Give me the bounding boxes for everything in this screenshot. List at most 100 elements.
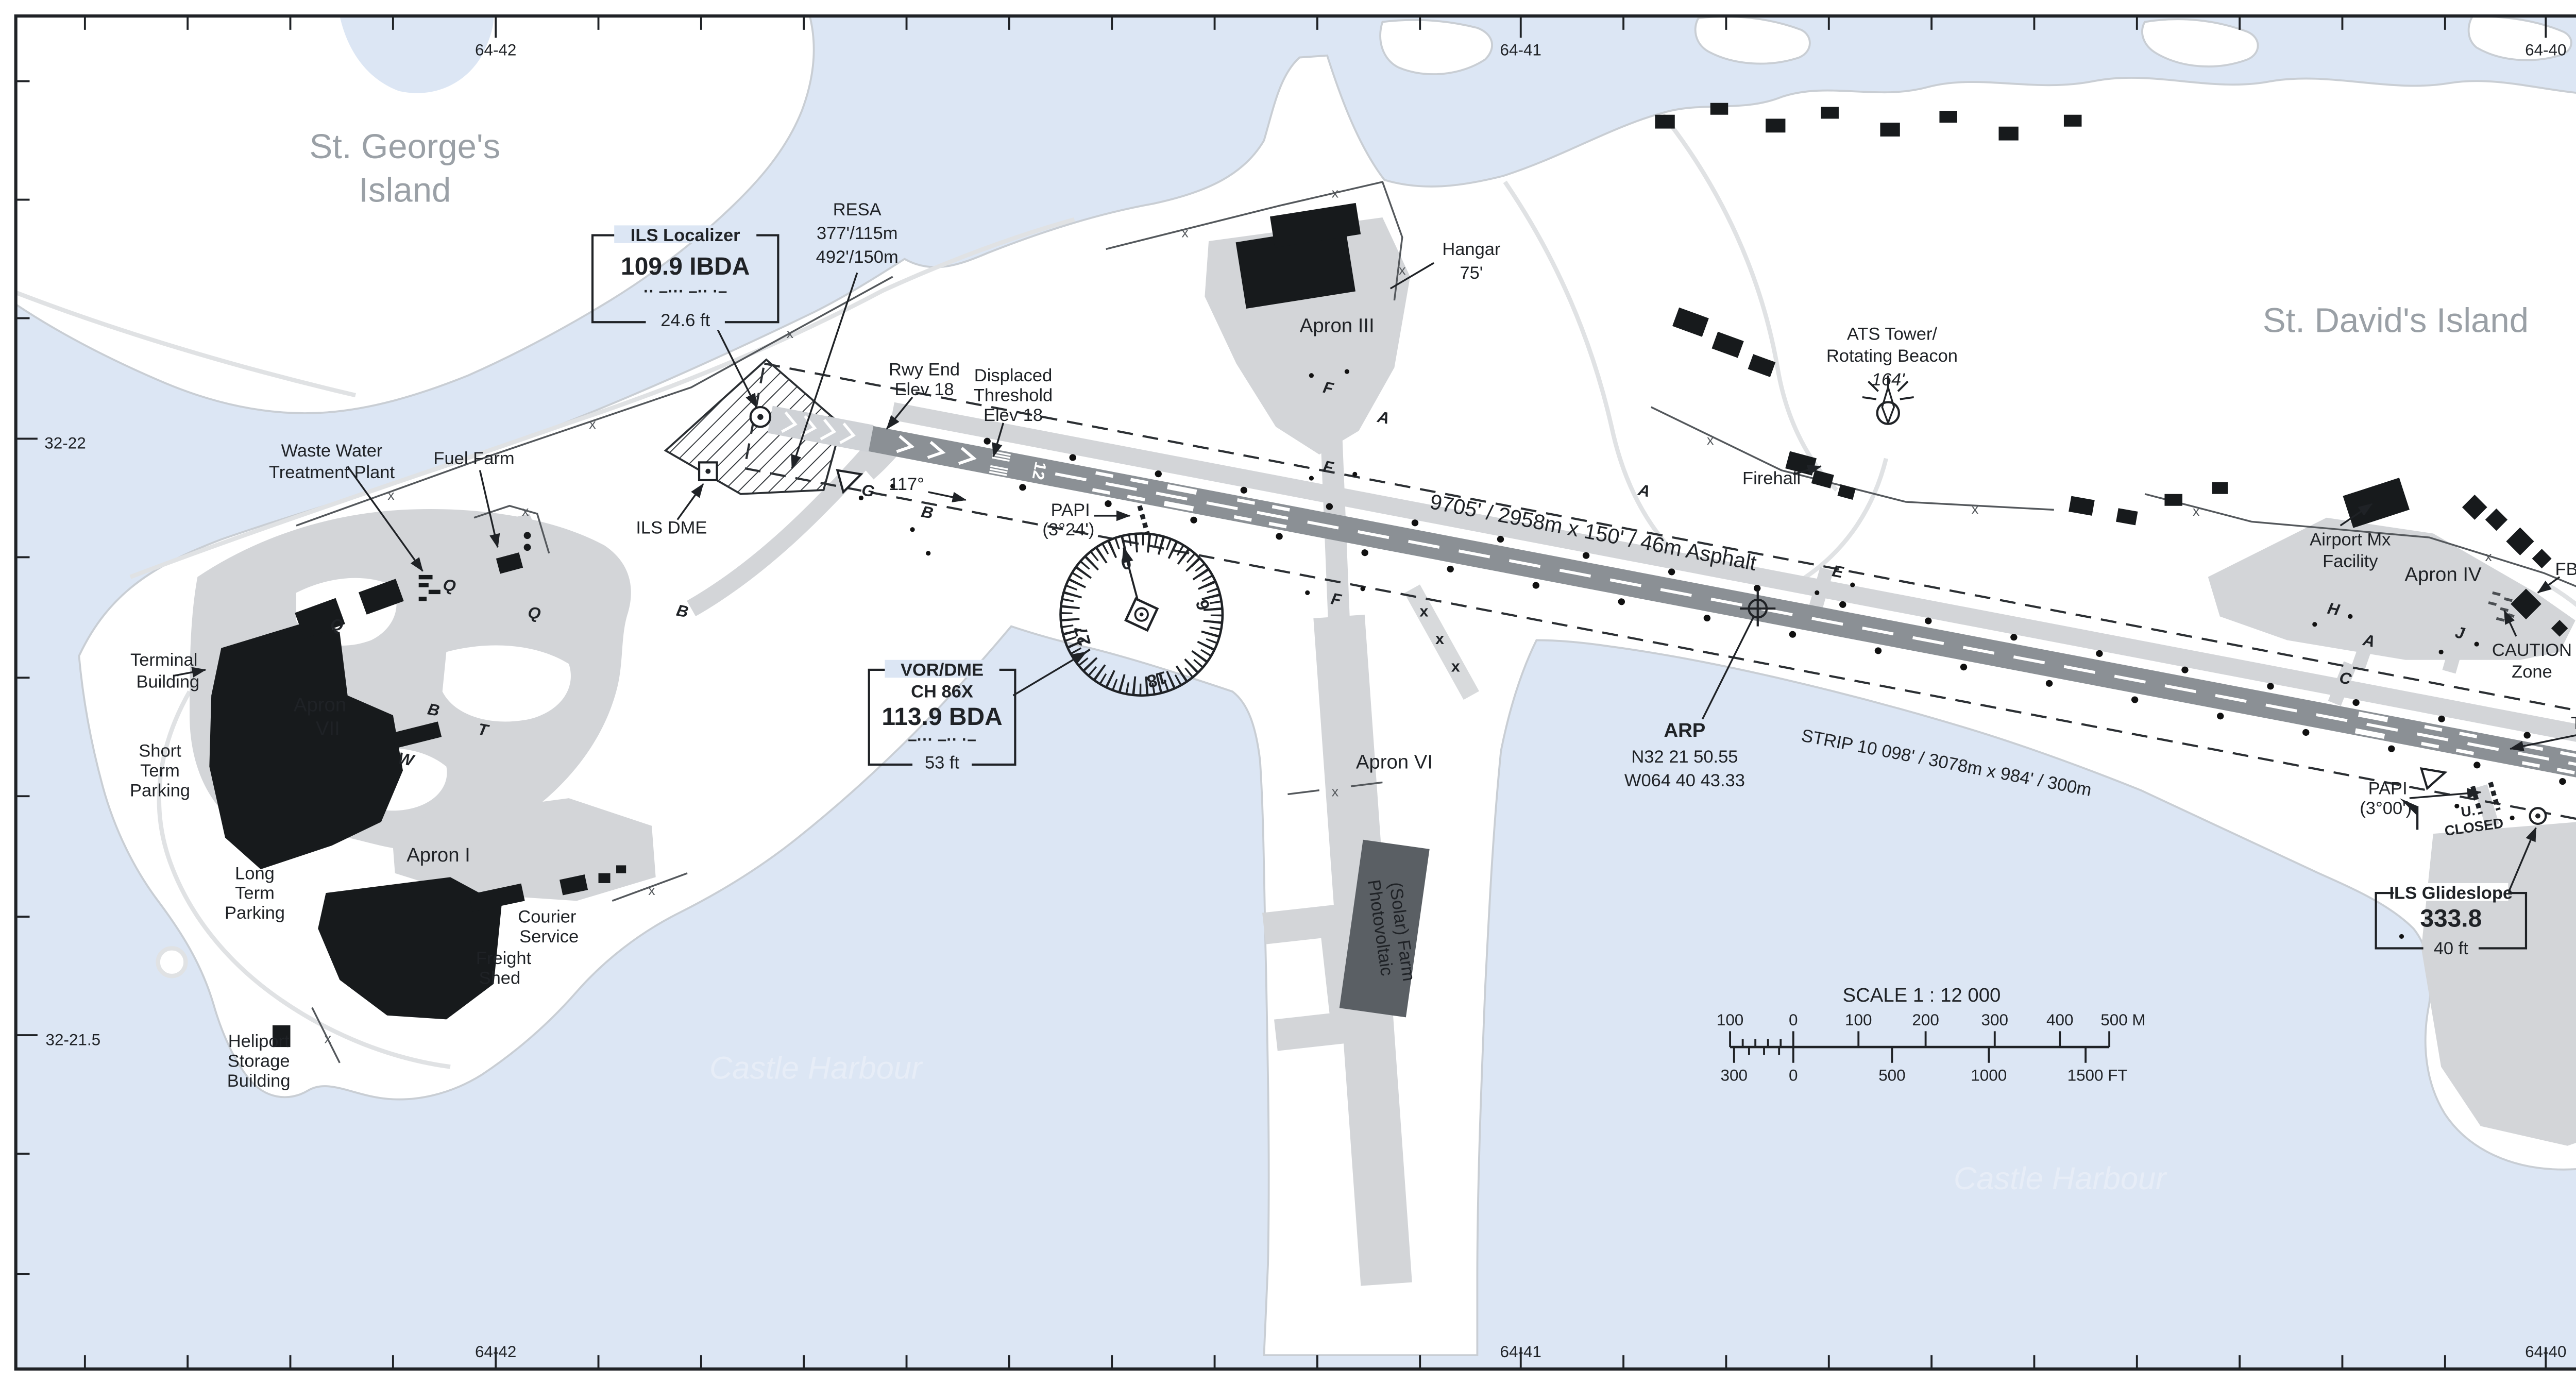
- displaced-label-1: Displaced: [974, 366, 1053, 385]
- long-term-label-3: Parking: [225, 903, 285, 923]
- tdz-label-1: Touchdown Zone: [2571, 714, 2576, 733]
- compass-18: 18: [1145, 667, 1169, 691]
- st-georges-label-1: St. George's: [309, 127, 500, 166]
- scale-m-4: 300: [1981, 1011, 2008, 1029]
- svg-text:x: x: [1707, 432, 1714, 448]
- freight-label-2: Shed: [479, 968, 521, 988]
- lon-label-top-2: 64-41: [1500, 41, 1541, 59]
- terminal-label-1: Terminal: [130, 650, 197, 670]
- st-georges-island-land: [14, 15, 815, 414]
- ils-localizer-elev: 24.6 ft: [660, 311, 710, 330]
- fbo-label: FBO: [2555, 560, 2576, 579]
- svg-text:x: x: [325, 1031, 332, 1046]
- scale-m-0: 100: [1717, 1011, 1743, 1029]
- island: [1379, 19, 1494, 75]
- vor-dme-morse: –··· –·· ·–: [908, 731, 976, 749]
- lat-label-left-1: 32-22: [44, 434, 86, 452]
- lon-label-bottom-2: 64-41: [1500, 1343, 1541, 1361]
- heliport-storage-building: [273, 1025, 291, 1048]
- rwy-end-label-1: Rwy End: [889, 360, 960, 380]
- short-term-label-2: Term: [140, 761, 180, 781]
- resa-west-name: RESA: [833, 200, 882, 219]
- wwtp-label-1: Waste Water: [281, 441, 383, 461]
- holding-sign-east: [2419, 767, 2448, 790]
- cargo-complex: [318, 877, 502, 1020]
- hangar-label-1: Hangar: [1442, 240, 1500, 259]
- caution-helipad-marks: [2488, 591, 2515, 622]
- ils-dme-symbol: [698, 461, 718, 482]
- svg-text:x: x: [1181, 225, 1189, 240]
- apron-iv-label: Apron IV: [2404, 563, 2482, 585]
- st-davids-label: St. David's Island: [2263, 301, 2529, 340]
- scale-ft-3: 1000: [1971, 1066, 2007, 1084]
- hangar-label-2: 75': [1460, 263, 1483, 283]
- papi-east-symbol: [2488, 782, 2501, 811]
- ils-localizer-ident: 109.9 IBDA: [621, 253, 750, 280]
- firehall-label: Firehall: [1742, 469, 1801, 488]
- scale-ft-4: 1500 FT: [2067, 1066, 2128, 1084]
- ils-localizer-morse: ·· –··· –·· ·–: [643, 282, 727, 300]
- svg-text:x: x: [589, 416, 596, 432]
- papi-east-label-1: PAPI: [2368, 779, 2408, 798]
- lon-label-bottom-3: 64-40: [2525, 1343, 2566, 1361]
- roads: [15, 113, 2576, 1069]
- svg-text:x: x: [1972, 501, 1979, 517]
- taxiway-b: [687, 436, 886, 617]
- vor-dme-box: VOR/DME CH 86X 113.9 BDA –··· –·· ·– 53 …: [868, 660, 1016, 773]
- scale-ft-1: 0: [1789, 1066, 1798, 1084]
- runway-12-30: 12 30: [767, 406, 2576, 813]
- ils-glideslope-elev: 40 ft: [2434, 939, 2469, 958]
- taxiway-u-closed: [2473, 784, 2499, 828]
- ats-label-2: Rotating Beacon: [1826, 346, 1958, 366]
- taxiway-c: [2328, 661, 2357, 706]
- vor-dme-channel: CH 86X: [911, 682, 973, 702]
- water-notch: [340, 16, 494, 93]
- courier-label-2: Service: [519, 927, 579, 947]
- svg-text:x: x: [1332, 185, 1339, 201]
- fuel-farm-building: [496, 552, 523, 574]
- heading-12-label: 117°: [889, 475, 924, 494]
- ils-glideslope-box: ILS Glideslope 333.8 40 ft: [2375, 883, 2528, 958]
- svg-text:x: x: [1399, 262, 1406, 278]
- waste-water-plant: [418, 575, 440, 601]
- beacon-symbol: [1862, 375, 1914, 426]
- heliport-label-3: Building: [227, 1071, 291, 1091]
- island: [1694, 15, 1811, 65]
- arp-symbol: [1740, 590, 1776, 627]
- lon-label-top-3: 64-40: [2525, 41, 2566, 59]
- svg-text:x: x: [2193, 503, 2200, 519]
- runway-centerline: [1055, 472, 2576, 788]
- svg-text:x: x: [1419, 602, 1428, 620]
- scale-bar: SCALE 1 : 12 000 100 0 100 200 300 400 5…: [1717, 984, 2146, 1084]
- scale-m-6: 500 M: [2100, 1011, 2145, 1029]
- ils-glideslope-name: ILS Glideslope: [2389, 884, 2513, 903]
- displaced-label-2: Threshold: [974, 386, 1053, 406]
- fences: xxx xxx xx xx x x x x x x: [296, 181, 2576, 1063]
- mx-label-1: Airport Mx: [2310, 530, 2391, 549]
- solar-farm: Photovoltaic (Solar) Farm: [1339, 839, 1430, 1018]
- apron-i: [391, 798, 656, 901]
- island: [2141, 18, 2259, 67]
- runway-number-12: 12: [1029, 460, 1050, 481]
- apron-i-label: Apron I: [406, 844, 470, 866]
- papi-west-label-2: (3°24'): [1042, 520, 1094, 539]
- papi-east-label-2: (3°00'): [2360, 799, 2412, 818]
- apron-vi-west: [1262, 903, 1365, 1051]
- mx-label-2: Facility: [2323, 552, 2378, 571]
- hangar-building: [1235, 225, 1355, 309]
- long-term-label-1: Long: [235, 864, 275, 883]
- lat-label-left-2: 32-21.5: [46, 1031, 101, 1049]
- apron-vii-label-1: Apron: [294, 694, 346, 716]
- closed-taxiway: [1404, 584, 1479, 700]
- heliport-label-1: Heliport: [228, 1032, 290, 1051]
- svg-text:x: x: [387, 487, 395, 503]
- terminal-label-2: Building: [136, 672, 199, 691]
- papi-west-label-1: PAPI: [1051, 500, 1090, 520]
- apron-vi-label: Apron VI: [1356, 751, 1433, 773]
- taxiway-f: [1316, 331, 1350, 623]
- arp-lon: W064 40 43.33: [1624, 771, 1745, 790]
- st-georges-label-2: Island: [359, 171, 451, 209]
- north-needle: [1122, 547, 1141, 607]
- scale-m-5: 400: [2046, 1011, 2073, 1029]
